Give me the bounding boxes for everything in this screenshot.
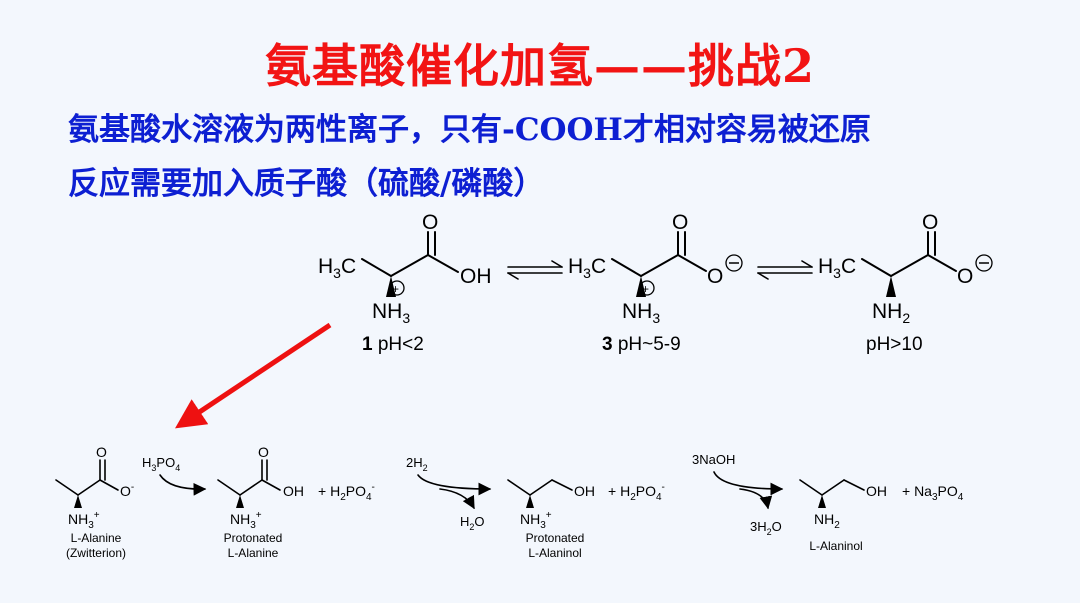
statement-line-1-cooh: -COOH [502, 112, 623, 148]
plus-charge-3: + [642, 282, 649, 296]
amine-label-anion: NH2 [872, 300, 910, 326]
ph-label-anion: pH>10 [866, 334, 923, 355]
svg-text:OH: OH [283, 483, 304, 499]
plus-h2po4-2: + H2PO4- [608, 482, 665, 503]
l-alaninol: OH + Na3PO4 NH2 L-Alaninol [799, 479, 964, 553]
carboxylate-o-3: O [707, 265, 723, 288]
ammonium-label-3: NH3 [622, 300, 660, 326]
svg-text:1 pH<2: 1 pH<2 [362, 334, 424, 355]
svg-text:3NaOH: 3NaOH [692, 452, 735, 467]
carboxylate-o-anion: O [957, 265, 973, 288]
svg-text:NH2: NH2 [814, 511, 840, 531]
svg-text:NH3+: NH3+ [230, 510, 262, 531]
statement-line-2: 反应需要加入质子酸（硫酸/磷酸） [68, 166, 545, 202]
svg-text:O: O [258, 444, 269, 460]
hydroxyl-label-1: OH [460, 265, 492, 288]
compound-number-3: 3 [602, 334, 613, 355]
plus-na3po4: + Na3PO4 [902, 483, 964, 503]
carbonyl-o-1: O [422, 211, 438, 234]
alanine-zwitterion-structure: H3C O O + NH3 3 pH~5-9 [568, 211, 743, 355]
methyl-label-anion: H3C [818, 255, 856, 281]
svg-text:O: O [96, 444, 107, 460]
equilibrium-arrow-2 [757, 260, 813, 280]
carbonyl-o-3: O [672, 211, 688, 234]
label-l-alaninol-protonated: L-Alaninol [528, 546, 581, 560]
label-protonated-2: Protonated [526, 531, 585, 545]
alanine-anion-structure: H3C O O NH2 pH>10 [818, 211, 993, 355]
svg-text:3 pH~5-9: 3 pH~5-9 [602, 334, 681, 355]
label-l-alanine-2: L-Alanine [228, 546, 279, 560]
reaction-arrow-1: H3PO4 [142, 455, 207, 496]
svg-text:NH3+: NH3+ [68, 510, 100, 531]
ph-label-1: pH<2 [378, 334, 424, 355]
label-zwitterion: (Zwitterion) [66, 546, 126, 560]
ammonium-label-1: NH3 [372, 300, 410, 326]
protonated-l-alanine: O OH + H2PO4- NH3+ Protonated L-Alanine [217, 444, 375, 560]
svg-text:H2O: H2O [460, 514, 485, 532]
compound-number-1: 1 [362, 334, 373, 355]
svg-text:3H2O: 3H2O [750, 519, 782, 537]
methyl-label-3: H3C [568, 255, 606, 281]
svg-text:NH3+: NH3+ [520, 510, 552, 531]
svg-text:OH: OH [574, 483, 595, 499]
reaction-arrow-3: 3NaOH 3H2O [692, 452, 784, 537]
svg-text:O-: O- [120, 482, 134, 499]
l-alanine-zwitterion: O O- NH3+ L-Alanine (Zwitterion) [55, 444, 134, 560]
equilibrium-arrow-1 [507, 260, 563, 280]
statement-line-1: 氨基酸水溶液为两性离子，只有-COOH才相对容易被还原 [68, 104, 871, 149]
label-l-alaninol: L-Alaninol [809, 539, 862, 553]
reaction-arrow-2: 2H2 H2O [406, 455, 492, 532]
carbonyl-o-anion: O [922, 211, 938, 234]
red-pointer-arrow [175, 322, 332, 429]
methyl-label-1: H3C [318, 255, 356, 281]
svg-text:H3PO4: H3PO4 [142, 455, 180, 473]
ph-label-3: pH~5-9 [618, 334, 681, 355]
svg-text:2H2: 2H2 [406, 455, 428, 473]
label-l-alanine: L-Alanine [71, 531, 122, 545]
statement-line-1-suffix: 才相对容易被还原 [622, 112, 871, 148]
alanine-cation-structure: H3C O OH + NH3 1 pH<2 [318, 211, 492, 355]
statement-line-1-prefix: 氨基酸水溶液为两性离子，只有 [68, 112, 502, 148]
slide-title: 氨基酸催化加氢——挑战2 [264, 39, 815, 93]
svg-text:OH: OH [866, 483, 887, 499]
plus-h2po4-1: + H2PO4- [318, 482, 375, 503]
protonated-l-alaninol: OH + H2PO4- NH3+ Protonated L-Alaninol [507, 479, 665, 560]
label-protonated-1: Protonated [224, 531, 283, 545]
plus-charge-1: + [392, 282, 399, 296]
